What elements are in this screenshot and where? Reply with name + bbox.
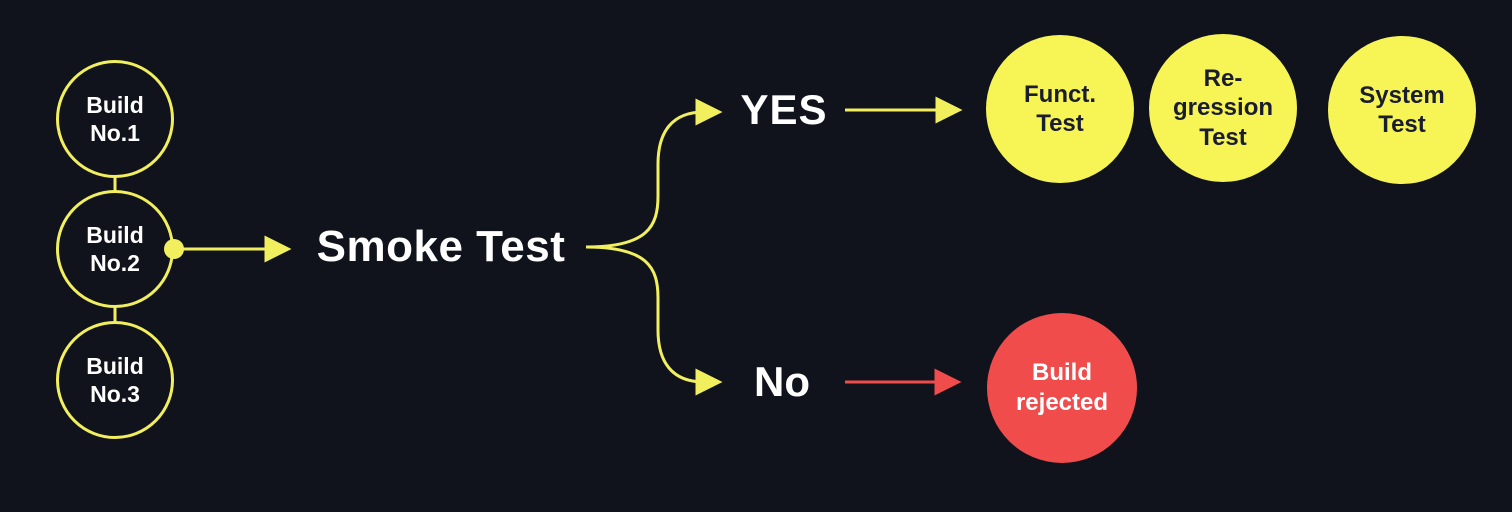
smoketest-to-no-branch-arrow-icon [585, 245, 723, 396]
yes-branch-label: YES [740, 86, 828, 133]
regression-test-label: Re-gression Test [1172, 65, 1274, 151]
build-rejected-node: Build rejected [987, 313, 1137, 463]
system-test-label: System Test [1359, 81, 1445, 138]
funct-test-node: Funct. Test [986, 35, 1134, 183]
build-node-1: Build No.1 [56, 60, 174, 178]
no-branch-label: No [754, 358, 810, 405]
funct-test-label: Funct. Test [1024, 80, 1096, 137]
build-node-2: Build No.2 [56, 190, 174, 308]
smoketest-to-yes-branch-arrow-icon [585, 98, 723, 249]
build-rejected-label: Build rejected [1015, 359, 1109, 416]
build-node-2-label: Build No.2 [86, 221, 144, 276]
smoke-test-label: Smoke Test [316, 222, 566, 271]
regression-test-node: Re-gression Test [1149, 34, 1297, 182]
build-node-1-label: Build No.1 [86, 91, 144, 146]
build-node-3-label: Build No.3 [86, 352, 144, 407]
system-test-node: System Test [1328, 36, 1476, 184]
build-node-3: Build No.3 [56, 321, 174, 439]
